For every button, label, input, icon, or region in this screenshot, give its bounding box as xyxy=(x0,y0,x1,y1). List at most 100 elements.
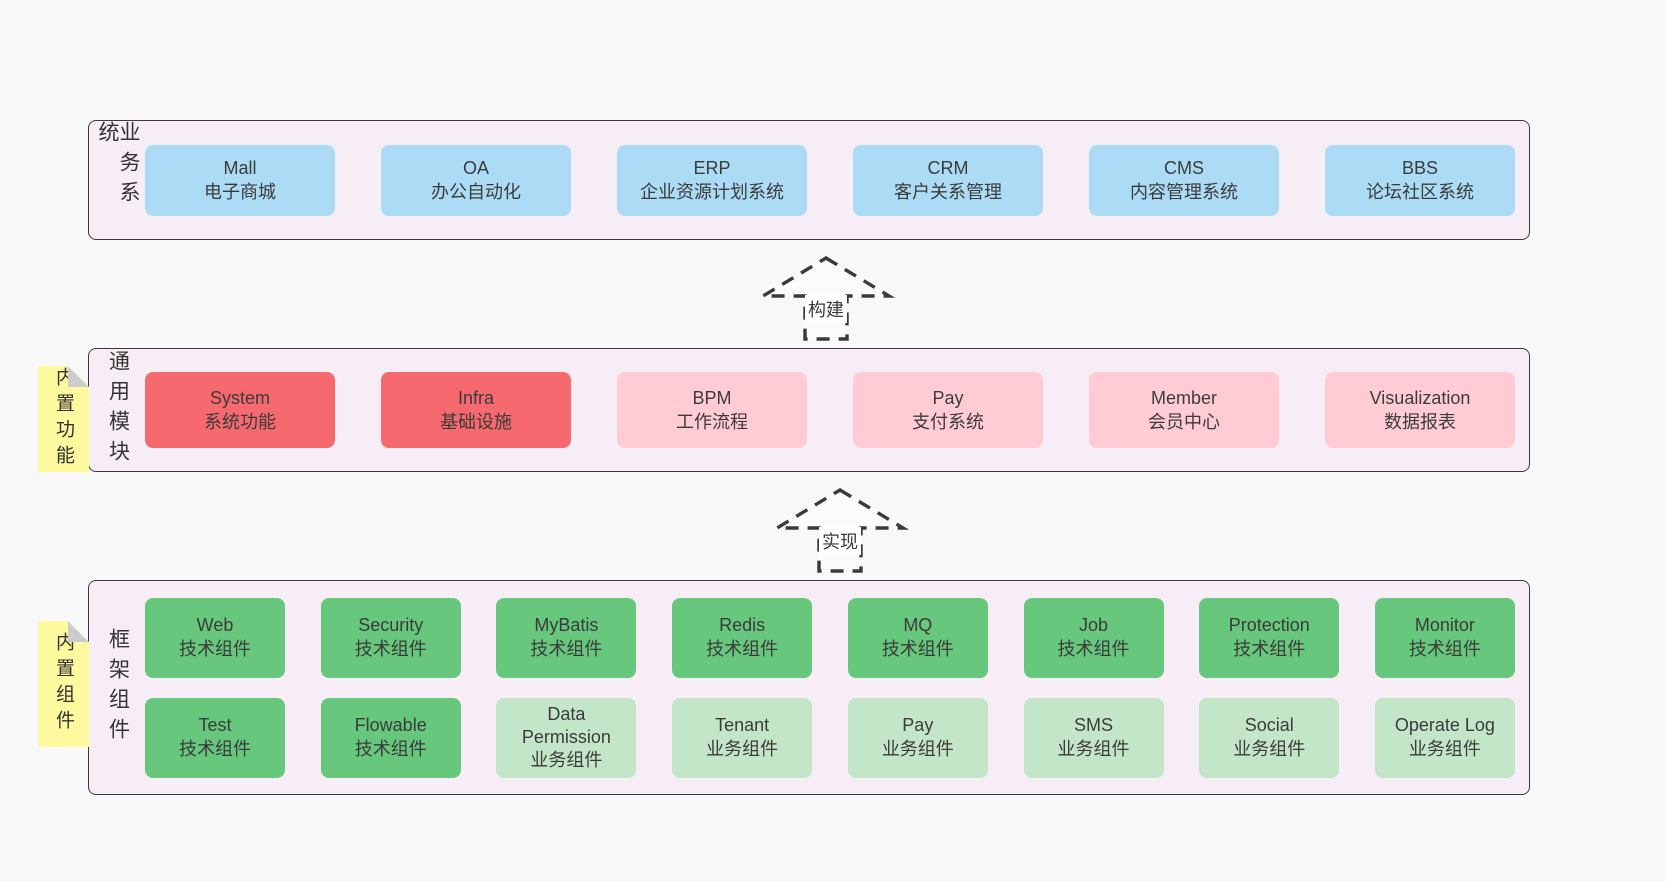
box-subtitle: 会员中心 xyxy=(1148,412,1220,432)
box-subtitle: 技术组件 xyxy=(530,638,603,659)
arrow-implement-label: 实现 xyxy=(819,527,861,555)
box-subtitle: 技术组件 xyxy=(179,638,251,659)
layer-label-business: 业务系统 xyxy=(96,121,140,211)
box-title: Monitor xyxy=(1414,615,1475,636)
box-subtitle: 系统功能 xyxy=(204,412,276,432)
box-subtitle: 电子商城 xyxy=(204,182,276,202)
box-subtitle: 技术组件 xyxy=(706,638,779,659)
box-subtitle: 业务组件 xyxy=(1408,738,1481,759)
box-title: Job xyxy=(1079,615,1109,636)
box-title: Flowable xyxy=(354,715,427,736)
box-subtitle: 技术组件 xyxy=(1408,638,1481,659)
box-pay: Pay 支付系统 xyxy=(853,372,1043,448)
box-title: Tenant xyxy=(715,715,770,736)
box-title: CRM xyxy=(927,157,969,178)
box-title: MyBatis xyxy=(534,615,599,636)
box-visualization: Visualization 数据报表 xyxy=(1325,372,1515,448)
sticky-tab-built-in-components: 内置组件 xyxy=(38,621,89,747)
box-subtitle: 业务组件 xyxy=(1057,738,1130,759)
box-subtitle: 数据报表 xyxy=(1384,412,1456,432)
box-subtitle: 业务组件 xyxy=(881,738,954,759)
folded-corner-icon xyxy=(68,621,89,642)
box-title: CMS xyxy=(1164,157,1204,178)
box-subtitle: 技术组件 xyxy=(179,738,251,759)
box-title: MQ xyxy=(903,615,933,636)
box-title: Infra xyxy=(457,387,495,408)
box-subtitle: 技术组件 xyxy=(354,738,427,759)
box-subtitle: 支付系统 xyxy=(912,412,984,432)
box-title: Social xyxy=(1244,715,1294,736)
sticky-tab-built-in-features: 内置功能 xyxy=(38,366,89,472)
box-title: SMS xyxy=(1074,715,1114,736)
arrow-build: 构建 xyxy=(757,255,895,343)
box-subtitle: 业务组件 xyxy=(706,738,779,759)
box-subtitle: 基础设施 xyxy=(440,412,512,432)
box-title: BPM xyxy=(692,387,732,408)
box-title: OA xyxy=(462,157,489,178)
box-subtitle: 工作流程 xyxy=(676,412,748,432)
module-boxes: System 系统功能 Infra 基础设施 BPM 工作流程 Pay 支付系统 Member 会… xyxy=(145,372,1515,448)
box-title: Operate Log xyxy=(1394,715,1495,736)
box-title: ERP xyxy=(693,157,731,178)
box-subtitle: 论坛社区系统 xyxy=(1366,182,1474,202)
box-title: Member xyxy=(1150,387,1217,408)
layer-label-components: 框架组件 xyxy=(106,627,130,748)
layer-label-modules: 通用模块 xyxy=(106,350,130,470)
box-subtitle: 技术组件 xyxy=(1233,638,1306,659)
box-subtitle: 技术组件 xyxy=(1057,638,1130,659)
box-system: System 系统功能 xyxy=(145,372,335,448)
box-oa: OA 办公自动化 xyxy=(381,144,571,216)
arrow-build-label: 构建 xyxy=(805,295,847,323)
box-title: System xyxy=(209,387,270,408)
box-subtitle: 业务组件 xyxy=(530,750,603,771)
box-infra: Infra 基础设施 xyxy=(381,372,571,448)
box-bbs: BBS 论坛社区系统 xyxy=(1325,144,1515,216)
box-cms: CMS 内容管理系统 xyxy=(1089,144,1279,216)
tab-label: 内置功能 xyxy=(53,367,74,471)
box-title: Mall xyxy=(223,157,257,178)
tab-label: 内置组件 xyxy=(53,632,74,736)
box-member: Member 会员中心 xyxy=(1089,372,1279,448)
folded-corner-icon xyxy=(68,366,89,387)
box-mall: Mall 电子商城 xyxy=(145,144,335,216)
box-subtitle: 业务组件 xyxy=(1233,738,1306,759)
box-subtitle: 技术组件 xyxy=(881,638,954,659)
box-title: BBS xyxy=(1401,157,1439,178)
box-title: Pay xyxy=(932,387,964,408)
arrow-implement: 实现 xyxy=(771,487,909,575)
box-title: Security xyxy=(358,615,424,636)
box-bpm: BPM 工作流程 xyxy=(617,372,807,448)
box-title: Protection xyxy=(1228,615,1310,636)
box-title: Visualization xyxy=(1369,387,1471,408)
box-title: Web xyxy=(196,615,234,636)
box-subtitle: 内容管理系统 xyxy=(1130,182,1238,202)
box-subtitle: 办公自动化 xyxy=(431,182,521,202)
box-title: Pay xyxy=(902,715,934,736)
